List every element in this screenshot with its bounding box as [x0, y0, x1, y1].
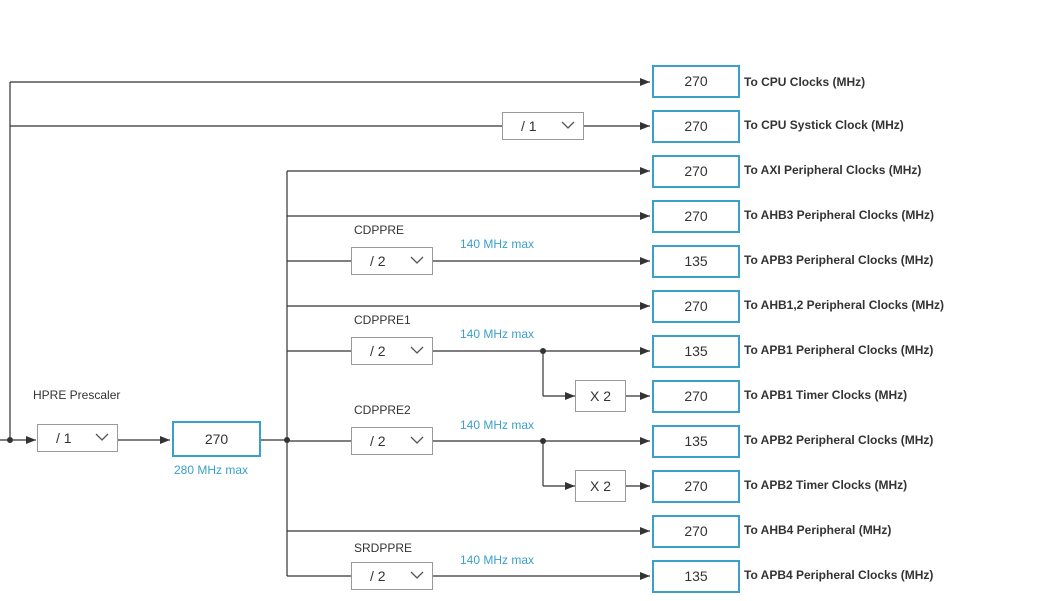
- cdppre1-value: / 2: [370, 343, 386, 359]
- ahb12-clock-value-box[interactable]: 270: [652, 290, 740, 323]
- ahb4-clock-value-box[interactable]: 270: [652, 515, 740, 548]
- axi-clock-value: 270: [684, 163, 708, 179]
- apb1-timer-value: 270: [684, 388, 708, 404]
- apb1-clock-label: To APB1 Peripheral Clocks (MHz): [744, 343, 934, 357]
- systick-clock-value-box[interactable]: 270: [652, 110, 740, 143]
- ahb4-clock-value: 270: [684, 523, 708, 539]
- ahb12-clock-value: 270: [684, 298, 708, 314]
- srdppre-value: / 2: [370, 568, 386, 584]
- apb2-timer-label: To APB2 Timer Clocks (MHz): [744, 478, 908, 492]
- chevron-down-icon: [410, 256, 424, 264]
- hpre-prescaler-select[interactable]: / 1: [37, 424, 118, 452]
- ahb4-clock-label: To AHB4 Peripheral (MHz): [744, 523, 892, 537]
- apb1-clock-value: 135: [684, 343, 708, 359]
- hpre-prescaler-value: / 1: [56, 430, 72, 446]
- apb3-clock-label: To APB3 Peripheral Clocks (MHz): [744, 253, 934, 267]
- apb4-clock-value: 135: [684, 568, 708, 584]
- apb4-clock-value-box[interactable]: 135: [652, 560, 740, 593]
- chevron-down-icon: [410, 436, 424, 444]
- ahb3-clock-value-box[interactable]: 270: [652, 200, 740, 233]
- apb2-clock-value: 135: [684, 433, 708, 449]
- axi-clock-value-box[interactable]: 270: [652, 155, 740, 188]
- apb2-clock-label: To APB2 Peripheral Clocks (MHz): [744, 433, 934, 447]
- cdppre-value: / 2: [370, 253, 386, 269]
- cdppre-select[interactable]: / 2: [351, 247, 433, 275]
- systick-clock-label: To CPU Systick Clock (MHz): [744, 118, 904, 132]
- srdppre-max-label: 140 MHz max: [460, 553, 535, 567]
- systick-divider-select[interactable]: / 1: [502, 112, 584, 140]
- hclk-max-label: 280 MHz max: [174, 463, 249, 477]
- systick-divider-value: / 1: [521, 118, 537, 134]
- apb3-clock-value-box[interactable]: 135: [652, 245, 740, 278]
- systick-clock-value: 270: [684, 118, 708, 134]
- ahb3-clock-value: 270: [684, 208, 708, 224]
- apb2-timer-multiplier: X 2: [575, 470, 626, 502]
- hclk-value-box[interactable]: 270: [172, 421, 261, 457]
- cdppre-label: CDPPRE: [354, 223, 405, 237]
- cpu-clock-value-box[interactable]: 270: [652, 65, 740, 98]
- hclk-value: 270: [204, 431, 229, 447]
- apb1-timer-value-box[interactable]: 270: [652, 380, 740, 413]
- junction-dot: [284, 437, 290, 443]
- cdppre2-value: / 2: [370, 433, 386, 449]
- cpu-clock-value: 270: [684, 73, 708, 89]
- axi-clock-label: To AXI Peripheral Clocks (MHz): [744, 163, 922, 177]
- apb3-clock-value: 135: [684, 253, 708, 269]
- cdppre1-max-label: 140 MHz max: [460, 327, 535, 341]
- junction-dot: [540, 438, 546, 444]
- cdppre1-label: CDPPRE1: [354, 313, 411, 327]
- junction-dot: [7, 437, 13, 443]
- apb2-timer-value: 270: [684, 478, 708, 494]
- apb1-timer-multiplier: X 2: [575, 380, 626, 412]
- cdppre1-select[interactable]: / 2: [351, 337, 433, 365]
- junction-dot: [540, 348, 546, 354]
- apb2-clock-value-box[interactable]: 135: [652, 425, 740, 458]
- ahb12-clock-label: To AHB1,2 Peripheral Clocks (MHz): [744, 298, 945, 312]
- chevron-down-icon: [410, 571, 424, 579]
- ahb3-clock-label: To AHB3 Peripheral Clocks (MHz): [744, 208, 935, 222]
- apb2-timer-value-box[interactable]: 270: [652, 470, 740, 503]
- cdppre-max-label: 140 MHz max: [460, 237, 535, 251]
- apb1-clock-value-box[interactable]: 135: [652, 335, 740, 368]
- cpu-clock-label: To CPU Clocks (MHz): [744, 75, 866, 89]
- srdppre-label: SRDPPRE: [354, 541, 413, 555]
- chevron-down-icon: [410, 346, 424, 354]
- hpre-prescaler-label: HPRE Prescaler: [33, 388, 121, 402]
- apb1-timer-label: To APB1 Timer Clocks (MHz): [744, 388, 908, 402]
- srdppre-select[interactable]: / 2: [351, 562, 433, 590]
- chevron-down-icon: [561, 121, 575, 129]
- apb4-clock-label: To APB4 Peripheral Clocks (MHz): [744, 568, 934, 582]
- cdppre2-max-label: 140 MHz max: [460, 418, 535, 432]
- chevron-down-icon: [95, 433, 109, 441]
- cdppre2-select[interactable]: / 2: [351, 427, 433, 455]
- cdppre2-label: CDPPRE2: [354, 403, 411, 417]
